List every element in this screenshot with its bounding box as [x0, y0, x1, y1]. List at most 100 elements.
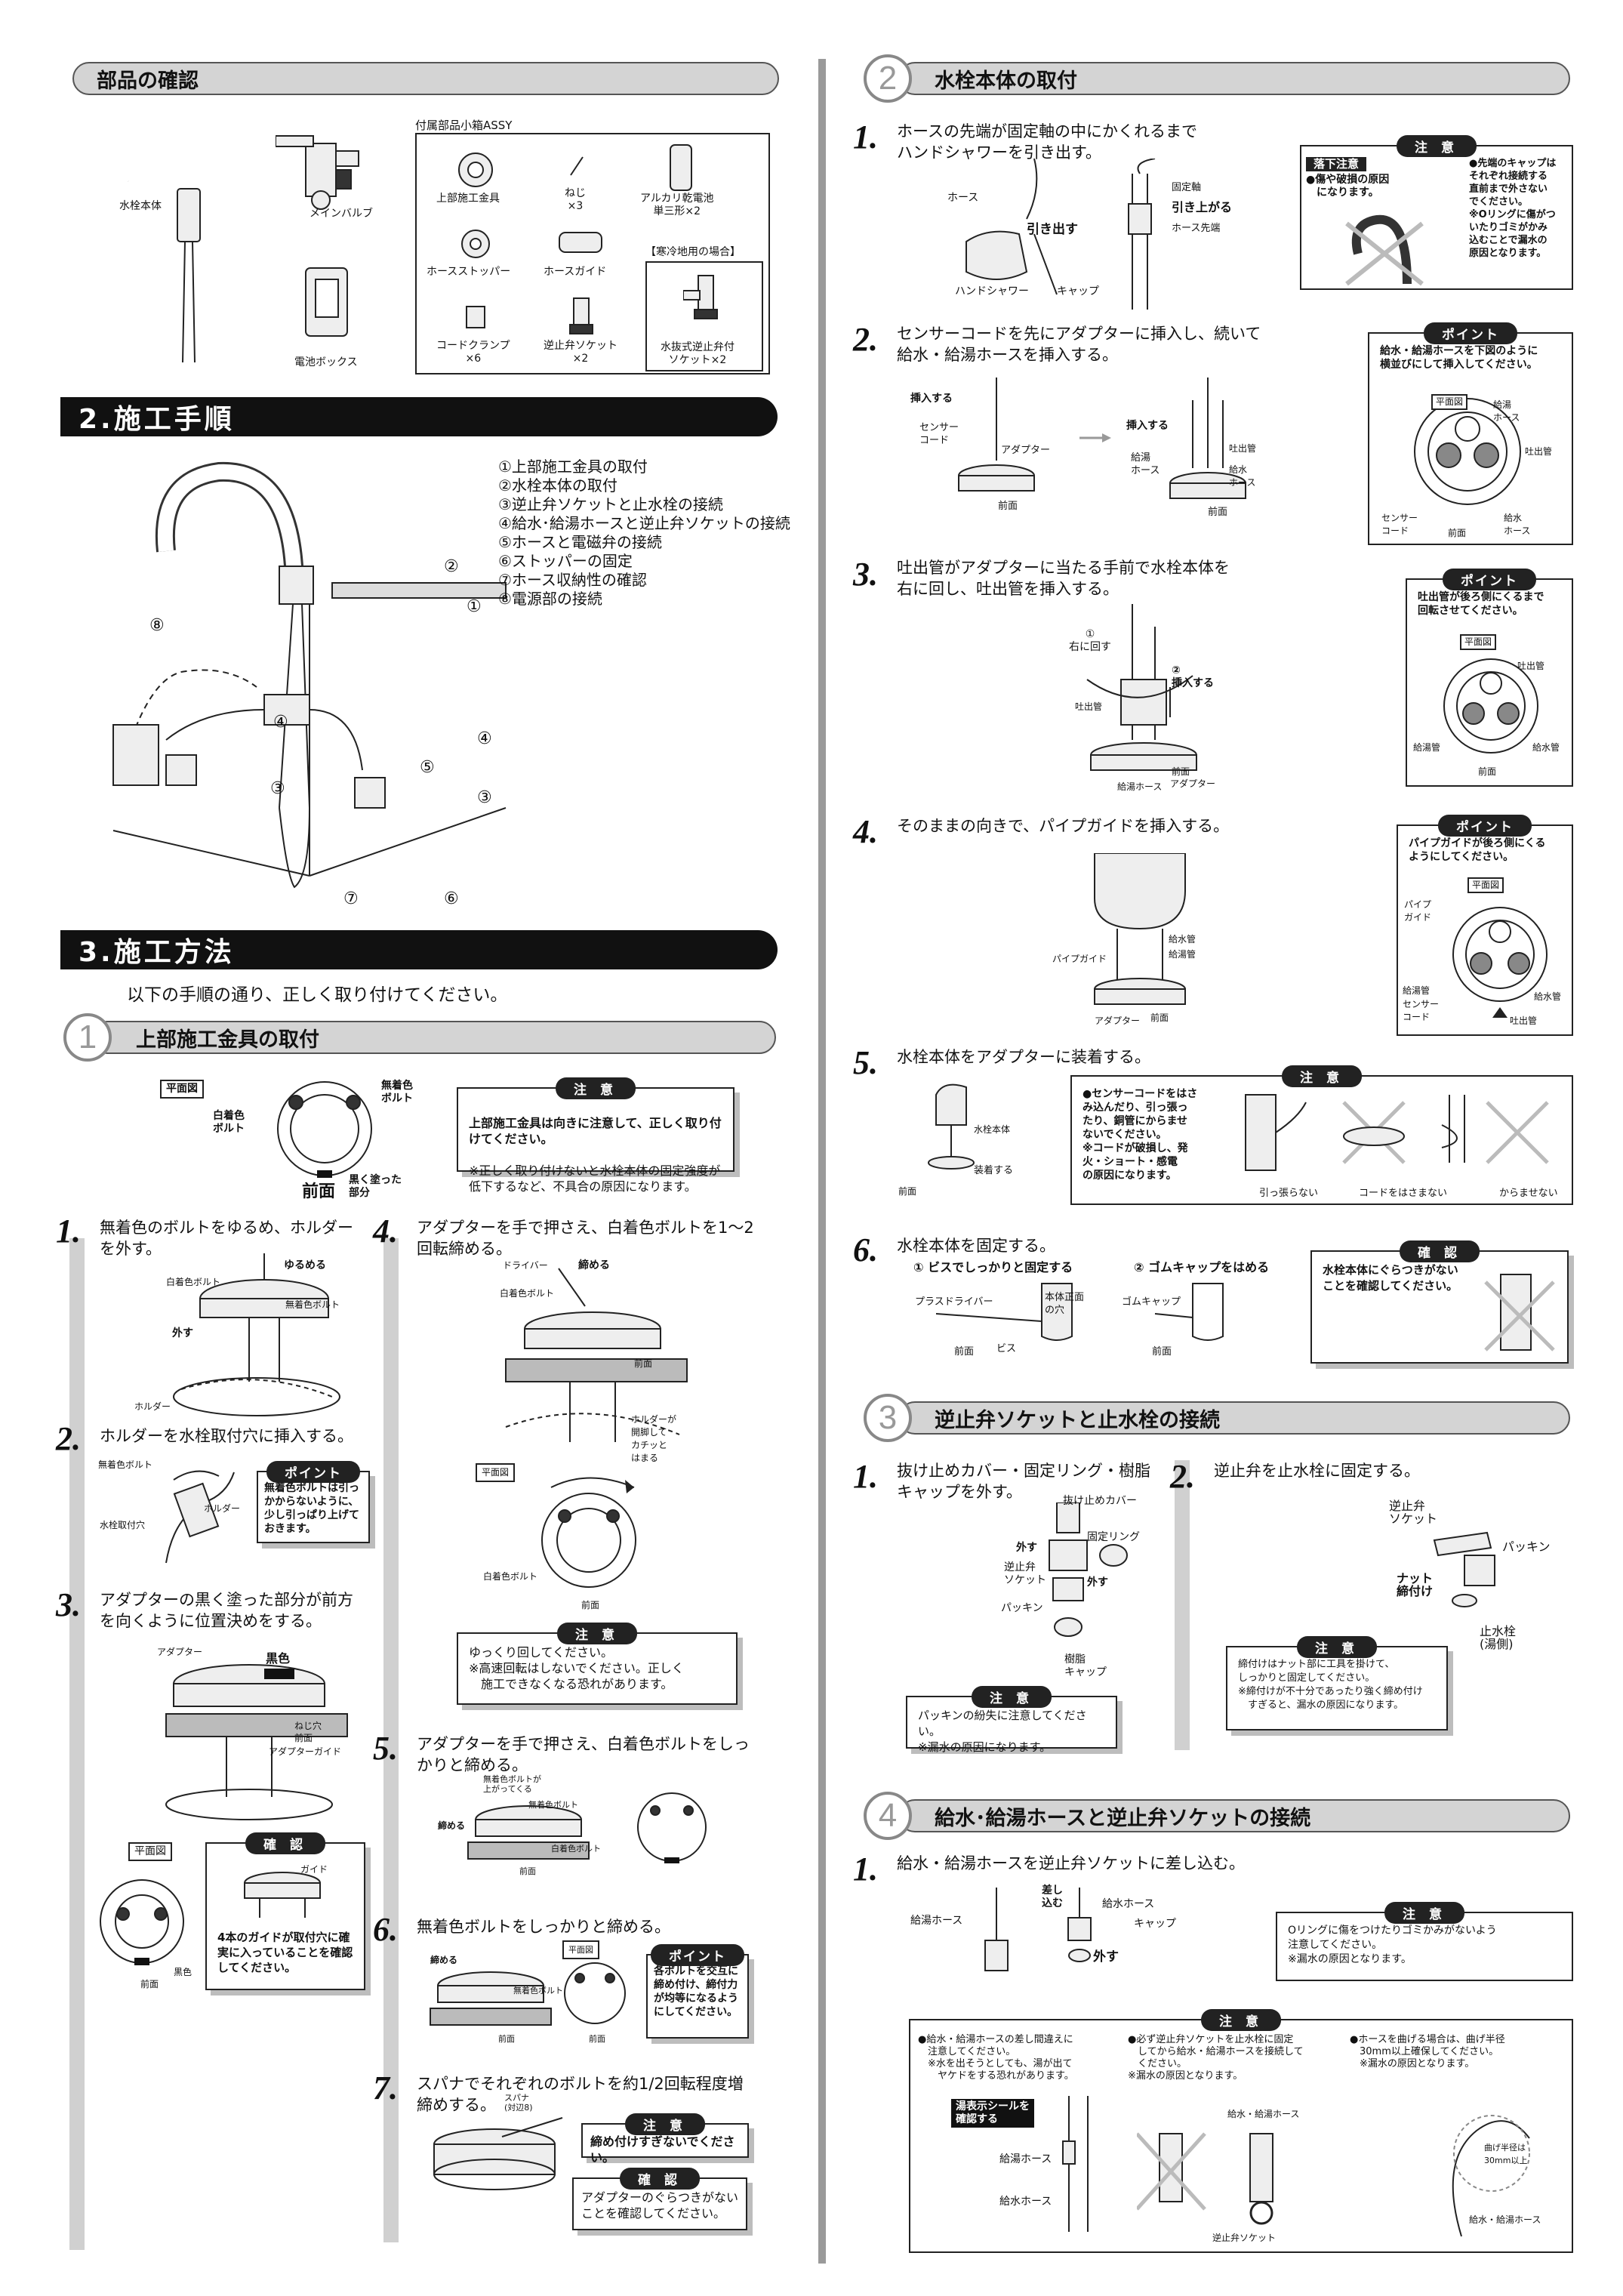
s1-point2-tab: ポイント [266, 1461, 360, 1483]
s2-step2-text: センサーコードを先にアダプターに挿入し、続いて 給水・給湯ホースを挿入する。 [897, 325, 1261, 364]
s4-l1-cap: キャップ [1134, 1918, 1176, 1930]
s2-caution5-label-3: からませない [1499, 1188, 1558, 1199]
s1-white-bolt-label: 白着色 ボルト [213, 1110, 245, 1135]
assy-title: 付属部品小箱ASSY [415, 119, 513, 132]
s2-l5-front: 前面 [898, 1186, 917, 1197]
s2-l3-c1: ① 右に回す [1069, 628, 1111, 653]
s2-step1-number: 1. [853, 119, 878, 156]
s1-caution4-tab: 注 意 [557, 1623, 637, 1644]
s2-step4-number: 4. [853, 813, 878, 850]
hose-guide-icon [559, 232, 602, 253]
s1-loosen-label: ゆるめる [284, 1259, 326, 1271]
s1-plan4-diagram [541, 1477, 636, 1588]
s2-l1-cap: キャップ [1057, 285, 1099, 297]
s2-caution5-tab: 注 意 [1282, 1065, 1362, 1087]
s3-l2-socket: 逆止弁 ソケット [1389, 1499, 1438, 1526]
s2-point4-guide: パイプ ガイド [1404, 899, 1432, 923]
s2-l2-sensor: センサー コード [919, 422, 959, 446]
s3-l1-remove: 外す [1016, 1542, 1037, 1554]
s2-step5-number: 5. [853, 1044, 878, 1081]
s1-front-label-6b: 前面 [589, 2034, 605, 2044]
s1-point2-text: 無着色ボルトは引っかからないように、少し引っぱり上げておきます。 [264, 1482, 359, 1535]
s1-step6-illustration [430, 1962, 626, 2026]
s3-l1-packing: パッキン [1001, 1602, 1043, 1614]
s2-caution5-label-2: コードをはさまない [1359, 1188, 1448, 1199]
s2-step1-text: ホースの先端が固定軸の中にかくれるまで ハンドシャワーを引き出す。 [897, 122, 1197, 162]
s4-l1-cold: 給水ホース [1102, 1898, 1155, 1910]
s1-caution-sub: ※正しく取り付けないと水栓本体の固定強度が低下するなど、不具合の原因になります。 [469, 1163, 721, 1194]
s1-step5-text: アダプターを手で押さえ、白着色ボルトをしっ かりと締める。 [417, 1735, 750, 1774]
diag-callout-2: ② [444, 557, 459, 576]
section2-title: 水栓本体の取付 [935, 69, 1077, 93]
s4-caution2-b: ●必ず逆止弁ソケットを止水栓に固定 してから給水・給湯ホースを接続して ください… [1128, 2034, 1304, 2082]
s1-spanner-label: スパナ (対辺8) [504, 2093, 533, 2113]
s2-point2-box: ポイント 給水・給湯ホースを下図のように 横並びにして挿入してください。 平面図… [1368, 322, 1573, 545]
s2-l1-axis: 固定軸 [1172, 182, 1202, 193]
s2-l1-tip: ホース先端 [1172, 223, 1221, 234]
s2-step4-illustration [1094, 853, 1186, 1005]
s4-caution1-text: Oリングに傷をつけたりゴミかみがないよう 注意してください。 ※漏水の原因となり… [1288, 1925, 1497, 1965]
s3-l1-socket: 逆止弁 ソケット [1004, 1561, 1046, 1586]
s3-step2-illustration [1433, 1531, 1495, 1607]
s1-point6-box: ポイント 各ボルトを交互に締め付け、締付力が均等になるようにしてください。 [646, 1944, 749, 2039]
s1-step7-number: 7. [373, 2069, 398, 2106]
s2-confirm6-box: 確 認 水栓本体にぐらつきがない ことを確認してください。 [1310, 1240, 1569, 1364]
s4-step1-number: 1. [853, 1851, 878, 1888]
s1-confirm7-text: アダプターのぐらつきがないことを確認してください。 [581, 2190, 739, 2220]
s1-step1-number: 1. [56, 1213, 81, 1250]
s1-plain-bolt-small-5: 無着色ボルト [528, 1800, 578, 1810]
s2-point4-hot: 給湯管 [1403, 985, 1431, 996]
s4-caution2-seal: 湯表示シールを 確認する [951, 2099, 1034, 2128]
section1-number: 1 [63, 1013, 112, 1062]
s2-point3-spout: 吐出管 [1517, 661, 1545, 671]
s1-caution4-box: 注 意 ゆっくり回してください。 ※高速回転はしないでください。正しく 施工でき… [457, 1623, 738, 1705]
s2-step1-illustration [965, 159, 1156, 310]
s3-step1-number: 1. [853, 1458, 878, 1495]
check-valve-socket-label: 逆止弁ソケット ×2 [544, 340, 617, 365]
cold-region-box [645, 261, 763, 371]
s1-point6-text: 各ボルトを交互に締め付け、締付力が均等になるようにしてください。 [654, 1965, 738, 2018]
s1-remove-label: 外す [172, 1327, 193, 1339]
check-valve-socket-icon [569, 297, 593, 334]
s2-confirm6-text: 水栓本体にぐらつきがない ことを確認してください。 [1323, 1263, 1458, 1293]
screw-icon [570, 156, 584, 176]
hose-guide-label: ホースガイド [544, 266, 607, 278]
section4-title: 給水･給湯ホースと逆止弁ソケットの接続 [935, 1806, 1311, 1830]
screw-label: ねじ ×3 [565, 187, 586, 212]
s2-l3-spout: 吐出管 [1075, 701, 1103, 712]
s1-caution7-box: 注 意 締め付けすぎないでください。 [581, 2113, 749, 2165]
left-steps-bar-a [69, 1238, 85, 2250]
s1-plan4-label: 平面図 [476, 1463, 516, 1482]
s2-step3-number: 3. [853, 556, 878, 593]
s2-l6-screw: ビス [996, 1343, 1017, 1354]
s2-l2-front-b: 前面 [1208, 507, 1228, 518]
procedure-header: 2.施工手順 [60, 397, 778, 436]
s3-l1-remove2: 外す [1087, 1576, 1108, 1589]
s2-point3-tab: ポイント [1443, 569, 1536, 590]
s3-l1-ring: 固定リング [1087, 1531, 1140, 1543]
s2-l6-front: 前面 [954, 1346, 975, 1358]
s2-l1-pull: 引き出す [1027, 222, 1078, 237]
assy-box [415, 133, 770, 374]
s2-point2-cold: 給水 ホース [1504, 513, 1531, 536]
battery-box-label: 電池ボックス [294, 356, 358, 368]
diag-callout-3b: ③ [477, 788, 492, 807]
s4-caution2-c: ●ホースを曲げる場合は、曲げ半径 30mm以上確保してください。 ※漏水の原因と… [1350, 2034, 1505, 2069]
s1-step4-text: アダプターを手で押さえ、白着色ボルトを1～2 回転締める。 [417, 1219, 754, 1258]
s3-step2-number: 2. [1170, 1458, 1195, 1495]
s3-l2-nut: ナット 締付け [1397, 1571, 1434, 1598]
s3-caution2-text: 締付けはナット部に工具を掛けて、 しっかりと固定してください。 ※締付けが不十分… [1238, 1659, 1423, 1711]
s3-caution1-box: 注 意 パッキンの紛失に注意してください。 ※漏水の原因になります。 [906, 1686, 1117, 1754]
s4-caution2-box: 注 意 ●給水・給湯ホースの差し間違えに 注意してください。 ※水を出そうとして… [909, 2009, 1573, 2253]
s2-point3-plan [1443, 658, 1538, 754]
s4-caution2-radius: 曲げ半径は 30mm以上 [1484, 2143, 1528, 2165]
procedure-item: ⑤ホースと電磁弁の接続 [498, 533, 662, 551]
s2-point4-plan-label: 平面図 [1467, 877, 1504, 893]
s2-caution1-tab: 注 意 [1397, 135, 1477, 157]
s1-plan-diagram [277, 1081, 372, 1178]
s3-caution1-text: パッキンの紛失に注意してください。 ※漏水の原因になります。 [918, 1709, 1087, 1754]
s2-l4-front: 前面 [1150, 1012, 1169, 1023]
s1-caution7-text: 締め付けすぎないでください。 [590, 2134, 735, 2165]
s2-caution1-right: ●先端のキャップは それぞれ接続する 直前まで外さない でください。 ※Oリング… [1469, 158, 1557, 259]
s2-point2-hot: 給湯 ホース [1493, 399, 1520, 423]
